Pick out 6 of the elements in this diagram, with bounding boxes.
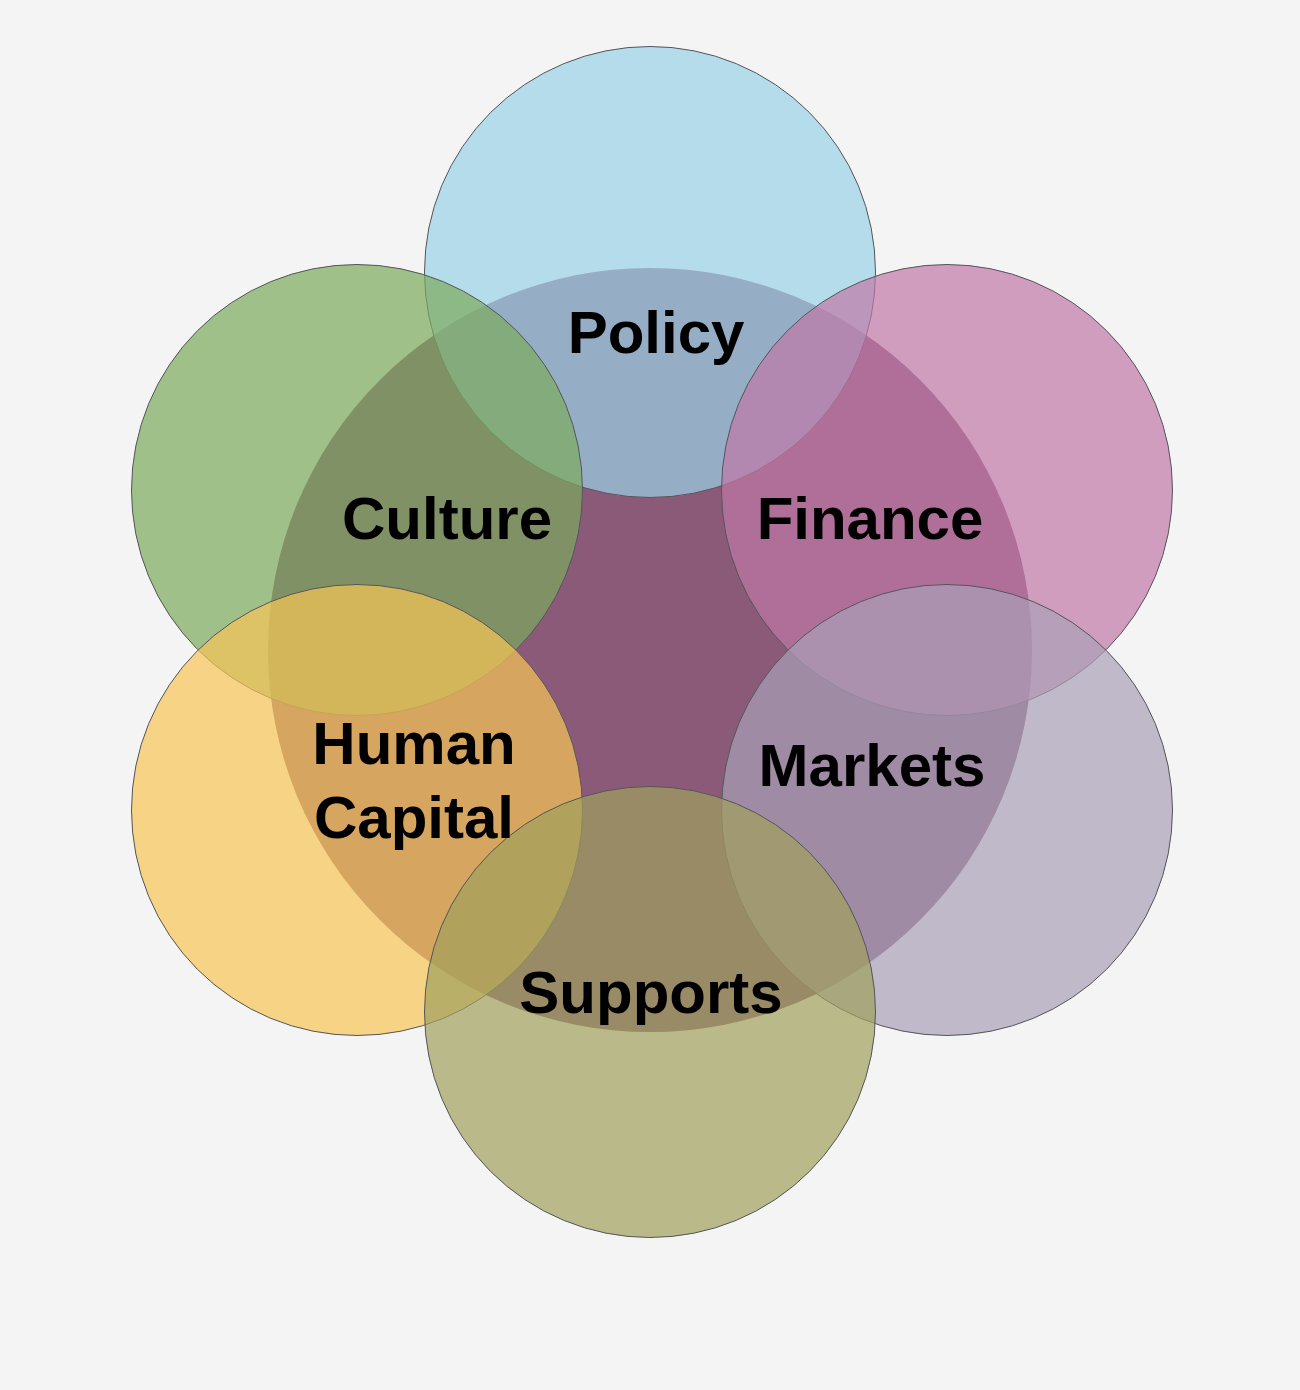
circle-label: Culture: [342, 484, 552, 554]
circle-label: Human Capital: [311, 709, 517, 853]
circle-label: Supports: [519, 958, 783, 1028]
circle-label: Markets: [758, 731, 986, 801]
circle-label: Finance: [756, 484, 984, 554]
circle-label: Policy: [567, 298, 745, 368]
